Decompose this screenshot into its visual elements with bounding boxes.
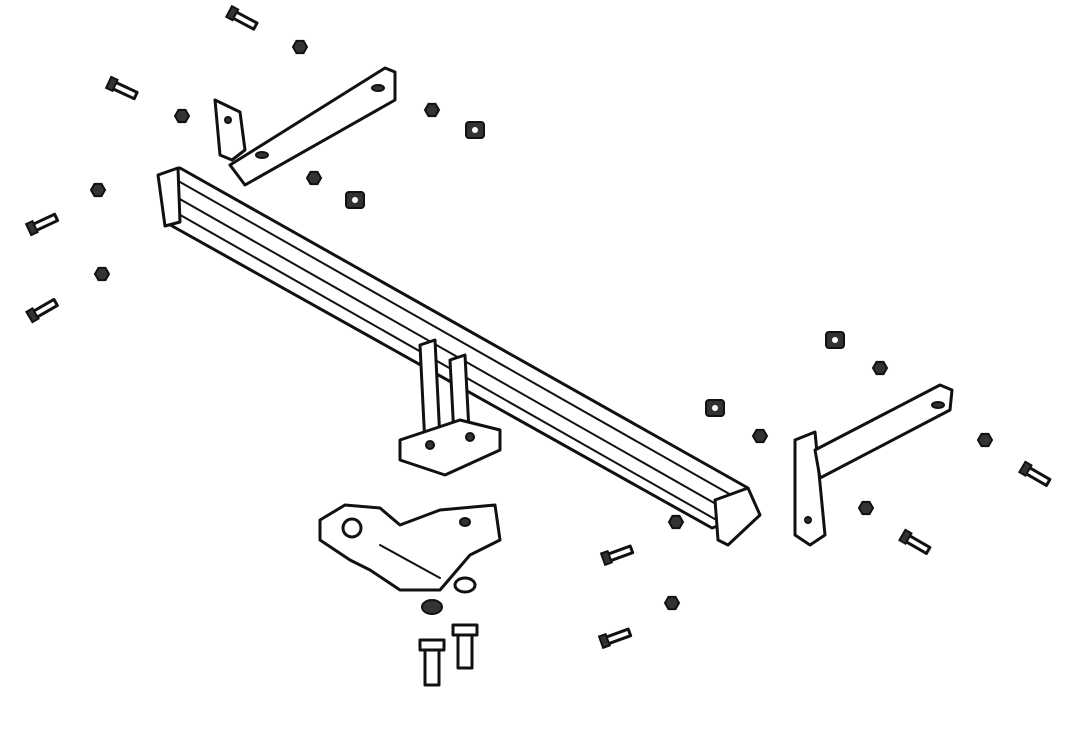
fasteners	[24, 4, 1052, 650]
bolt-icon	[599, 544, 635, 567]
nut-icon	[89, 182, 107, 198]
flange-nut-icon	[705, 399, 725, 417]
nut-icon	[93, 266, 111, 282]
right-mounting-bracket	[793, 383, 954, 547]
nut-icon	[423, 102, 441, 118]
nut-icon	[871, 360, 889, 376]
bolt-icon	[224, 4, 259, 31]
tow-neck-support	[398, 338, 502, 477]
nut-icon	[857, 500, 875, 516]
flange-nut-icon	[345, 191, 365, 209]
bolt-icon	[898, 528, 932, 555]
tow-ball-bolts	[418, 576, 479, 687]
tow-ball-mounting-plate	[318, 503, 502, 592]
bolt-icon	[25, 297, 59, 324]
nut-icon	[751, 428, 769, 444]
nut-icon	[663, 595, 681, 611]
left-mounting-bracket	[213, 66, 397, 187]
flange-nut-icon	[465, 121, 485, 139]
nut-icon	[173, 108, 191, 124]
nut-icon	[305, 170, 323, 186]
nut-icon	[291, 39, 309, 55]
nut-icon	[667, 514, 685, 530]
bolt-icon	[104, 75, 139, 101]
bolt-icon	[1018, 460, 1052, 487]
bolt-icon	[24, 212, 60, 237]
main-cross-beam	[156, 166, 762, 547]
bolt-icon	[597, 627, 633, 650]
flange-nut-icon	[825, 331, 845, 349]
nut-icon	[976, 432, 994, 448]
